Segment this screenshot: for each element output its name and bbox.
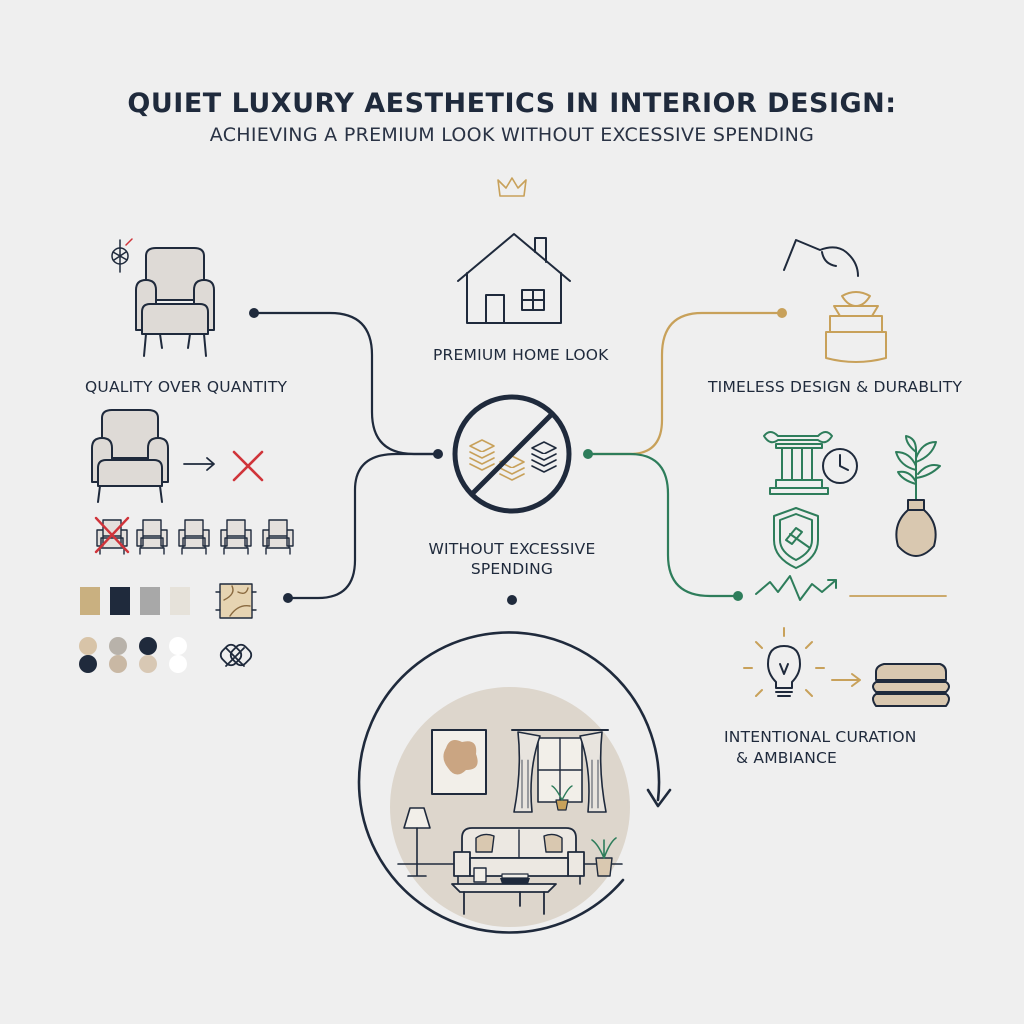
armchair-icon: [135, 247, 215, 357]
swatch-icon: [215, 583, 257, 619]
color-dots: [79, 637, 187, 673]
yarn-icon: [111, 238, 133, 273]
arrow-right-icon-2: [831, 673, 861, 687]
house-icon: [457, 233, 571, 324]
label-without-excessive: WITHOUT EXCESSIVE: [428, 540, 596, 558]
label-quality-over-quantity: QUALITY OVER QUANTITY: [85, 378, 288, 396]
label-timeless-design: TIMELESS DESIGN & DURABLITY: [708, 378, 963, 396]
page-title: QUIET LUXURY AESTHETICS IN INTERIOR DESI…: [127, 88, 897, 119]
label-premium-home-look: PREMIUM HOME LOOK: [433, 346, 609, 364]
lightbulb-icon: [743, 627, 825, 697]
label-ambiance: & AMBIANCE: [736, 749, 838, 767]
column-icon: [763, 431, 833, 495]
no-stacked-money-icon: [452, 394, 572, 514]
crown-icon: [497, 177, 527, 197]
armchair-icon-small: [91, 409, 169, 503]
cross-out-icon: [94, 516, 130, 554]
knot-icon: [219, 643, 253, 667]
zigzag-arrow-icon: [755, 575, 837, 601]
living-room-icon: [357, 631, 672, 934]
folded-towels-icon: [872, 663, 950, 707]
label-spending: SPENDING: [470, 560, 554, 578]
page-subtitle: ACHIEVING A PREMIUM LOOK WITHOUT EXCESSI…: [209, 124, 815, 146]
connector-swatches-to-center: [283, 452, 440, 603]
connector-quality-to-center: [249, 308, 443, 459]
center-dot: [507, 595, 517, 605]
x-mark-icon: [232, 450, 264, 482]
shield-hammer-icon: [773, 507, 819, 569]
connector-center-to-timeless: [586, 308, 787, 456]
clock-icon: [822, 448, 858, 484]
arrow-right-icon: [183, 457, 215, 471]
plant-vase-icon: [895, 435, 941, 557]
connector-center-to-curation: [583, 449, 743, 601]
color-swatches: [80, 587, 190, 615]
hand-bowl-icon: [783, 239, 887, 363]
label-intentional-curation: INTENTIONAL CURATION: [724, 728, 917, 746]
